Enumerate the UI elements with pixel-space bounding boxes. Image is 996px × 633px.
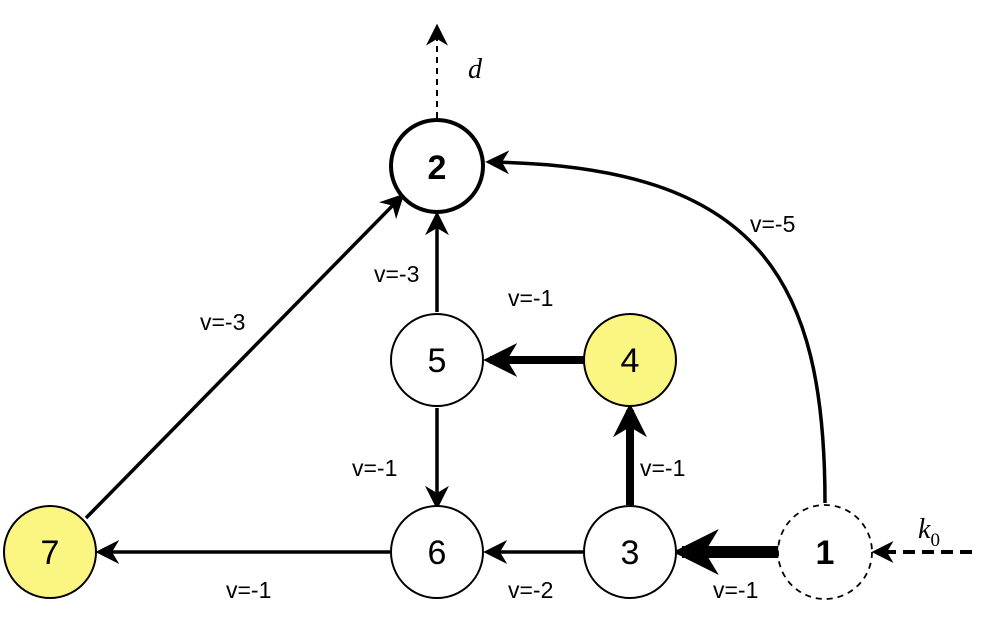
node-3-label: 3 [621,534,640,572]
node-6-circle [390,505,484,599]
edge-7-2 [84,193,405,520]
edge-3-4-label: v=-1 [640,455,685,481]
node-2-label: 2 [428,149,447,187]
node-4-circle [583,313,677,407]
node-6: 6 [390,505,484,599]
edge-6-7-label: v=-1 [226,577,271,603]
inflow-label: k0 [918,514,940,551]
edge-5-2-label: v=-3 [374,261,419,287]
edge-3-6-label: v=-2 [508,577,553,603]
edge-5-6-label: v=-1 [352,455,397,481]
node-5: 5 [390,313,484,407]
node-5-label: 5 [428,342,447,380]
node-6-label: 6 [428,534,447,572]
edge-7-2-label: v=-3 [200,309,245,335]
edge-1-2 [485,150,827,504]
node-2-circle [389,118,485,214]
node-4-label: 4 [621,342,640,380]
node-1-circle [777,504,873,600]
edge-4-5-label: v=-1 [508,285,553,311]
node-1: 1 [777,504,873,600]
node-5-circle [390,313,484,407]
node-2: 2 [389,118,485,214]
node-3: 3 [583,505,677,599]
node-7: 7 [3,505,97,599]
node-3-circle [583,505,677,599]
edge-1-3-label: v=-1 [713,577,758,603]
outflow-label: d [468,54,483,85]
edge-1-2-label: v=-5 [750,211,795,237]
node-1-label: 1 [816,534,835,572]
node-4: 4 [583,313,677,407]
node-7-label: 7 [41,534,60,572]
node-7-circle [3,505,97,599]
